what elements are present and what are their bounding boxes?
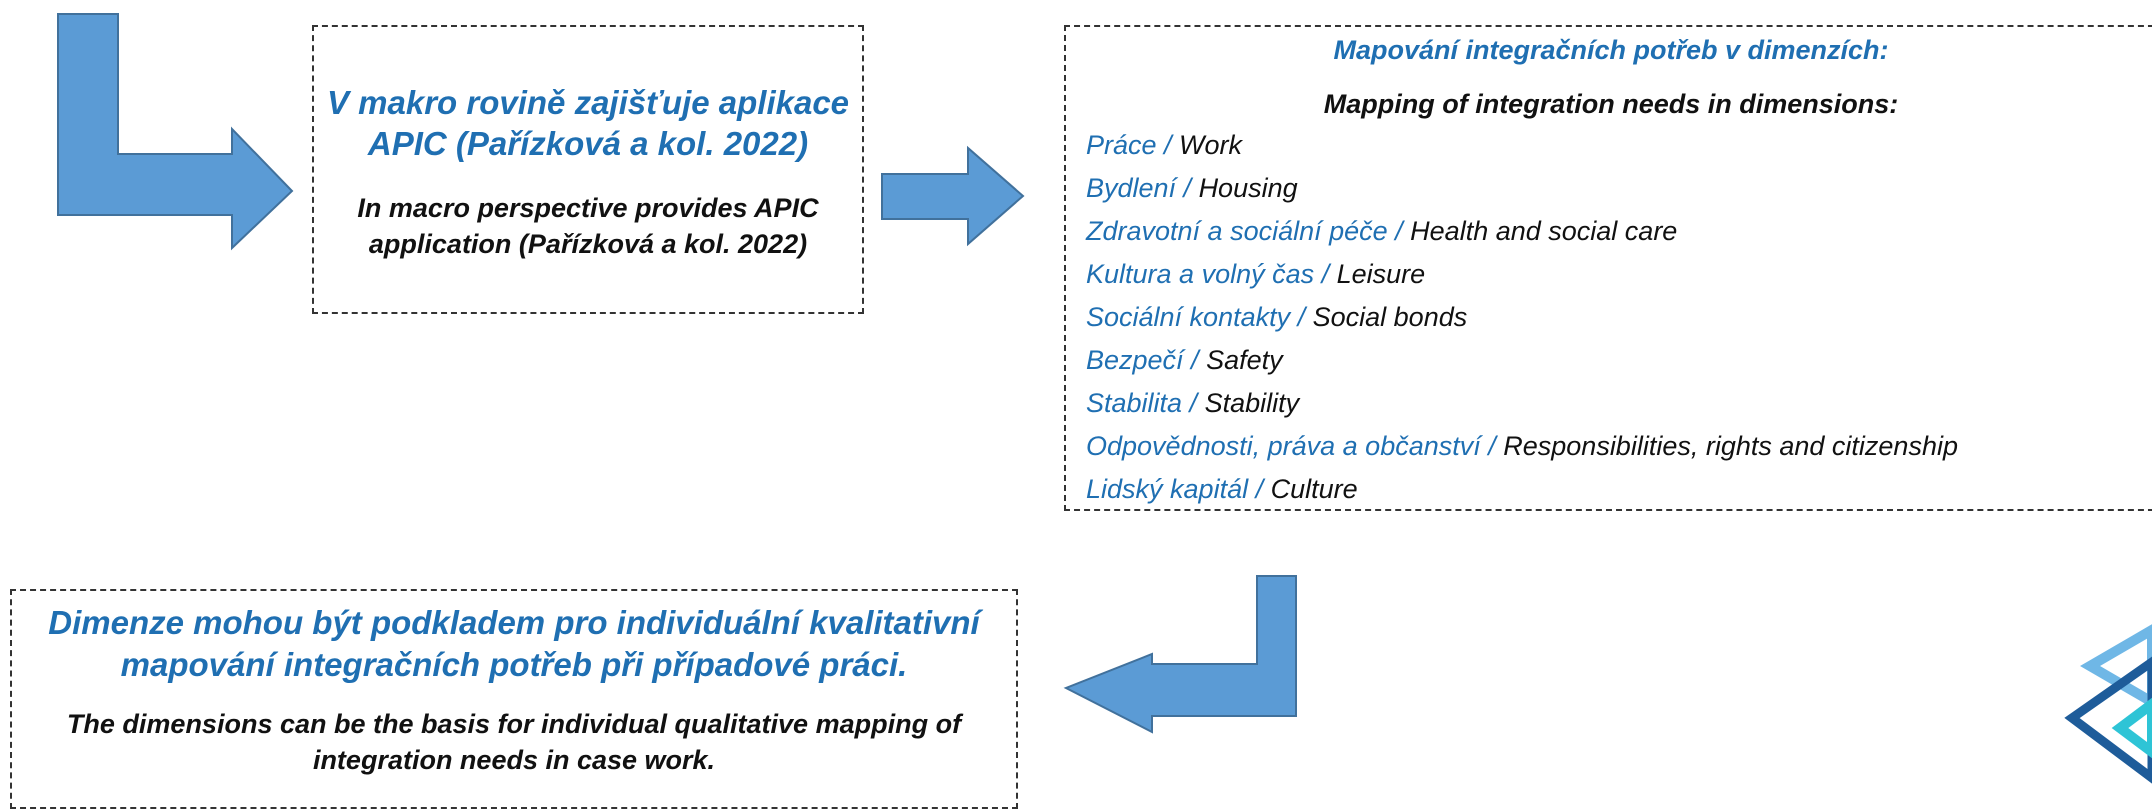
case-work-title-en: The dimensions can be the basis for indi…: [66, 709, 962, 775]
arrow-right-icon: [881, 145, 1025, 247]
mapping-box: Mapování integračních potřeb v dimenzích…: [1064, 25, 2152, 511]
dimension-cz-label: Kultura a volný čas /: [1086, 259, 1337, 289]
dimension-item: Bezpečí / Safety: [1086, 339, 1958, 382]
apic-title-en: In macro perspective provides APIC appli…: [357, 193, 819, 259]
bent-arrow-right-shape: [57, 13, 294, 251]
mapping-heading-cz: Mapování integračních potřeb v dimenzích…: [1333, 35, 1889, 65]
dimension-en-label: Health and social care: [1410, 216, 1678, 246]
dimension-en-label: Housing: [1198, 173, 1298, 203]
dimension-cz-label: Stabilita /: [1086, 388, 1205, 418]
dimension-item: Zdravotní a sociální péče / Health and s…: [1086, 210, 1958, 253]
dimension-en-label: Work: [1179, 130, 1243, 160]
dimension-en-label: Responsibilities, rights and citizenship: [1503, 431, 1958, 461]
dimension-item: Odpovědnosti, práva a občanství / Respon…: [1086, 425, 1958, 468]
dimension-en-label: Social bonds: [1312, 302, 1468, 332]
arrow-right-shape: [881, 145, 1025, 247]
mapping-heading-en: Mapping of integration needs in dimensio…: [1323, 89, 1899, 119]
dimension-en-label: Culture: [1270, 474, 1358, 504]
dimension-cz-label: Bydlení /: [1086, 173, 1199, 203]
dimension-en-label: Stability: [1204, 388, 1300, 418]
dimension-item: Kultura a volný čas / Leisure: [1086, 253, 1958, 296]
layered-diamond-logo-icon: [2064, 624, 2152, 784]
dimension-item: Bydlení / Housing: [1086, 167, 1958, 210]
dimension-en-label: Safety: [1206, 345, 1283, 375]
case-work-box: Dimenze mohou být podkladem pro individu…: [10, 589, 1018, 809]
dimension-cz-label: Odpovědnosti, práva a občanství /: [1086, 431, 1504, 461]
dimension-item: Práce / Work: [1086, 124, 1958, 167]
bent-arrow-right-icon: [57, 13, 294, 251]
dimension-item: Lidský kapitál / Culture: [1086, 468, 1958, 511]
apic-title-cz: V makro rovině zajišťuje aplikace APIC (…: [326, 84, 850, 162]
bent-arrow-left-icon: [1063, 575, 1297, 734]
apic-box: V makro rovině zajišťuje aplikace APIC (…: [312, 25, 864, 314]
dimension-en-label: Leisure: [1336, 259, 1426, 289]
dimension-cz-label: Bezpečí /: [1086, 345, 1207, 375]
dimension-cz-label: Zdravotní a sociální péče /: [1086, 216, 1411, 246]
dimension-cz-label: Lidský kapitál /: [1086, 474, 1271, 504]
dimension-item: Sociální kontakty / Social bonds: [1086, 296, 1958, 339]
dimension-cz-label: Sociální kontakty /: [1086, 302, 1313, 332]
case-work-title-cz: Dimenze mohou být podkladem pro individu…: [48, 604, 980, 683]
bent-arrow-left-shape: [1063, 575, 1297, 734]
dimension-cz-label: Práce /: [1086, 130, 1180, 160]
dimension-item: Stabilita / Stability: [1086, 382, 1958, 425]
